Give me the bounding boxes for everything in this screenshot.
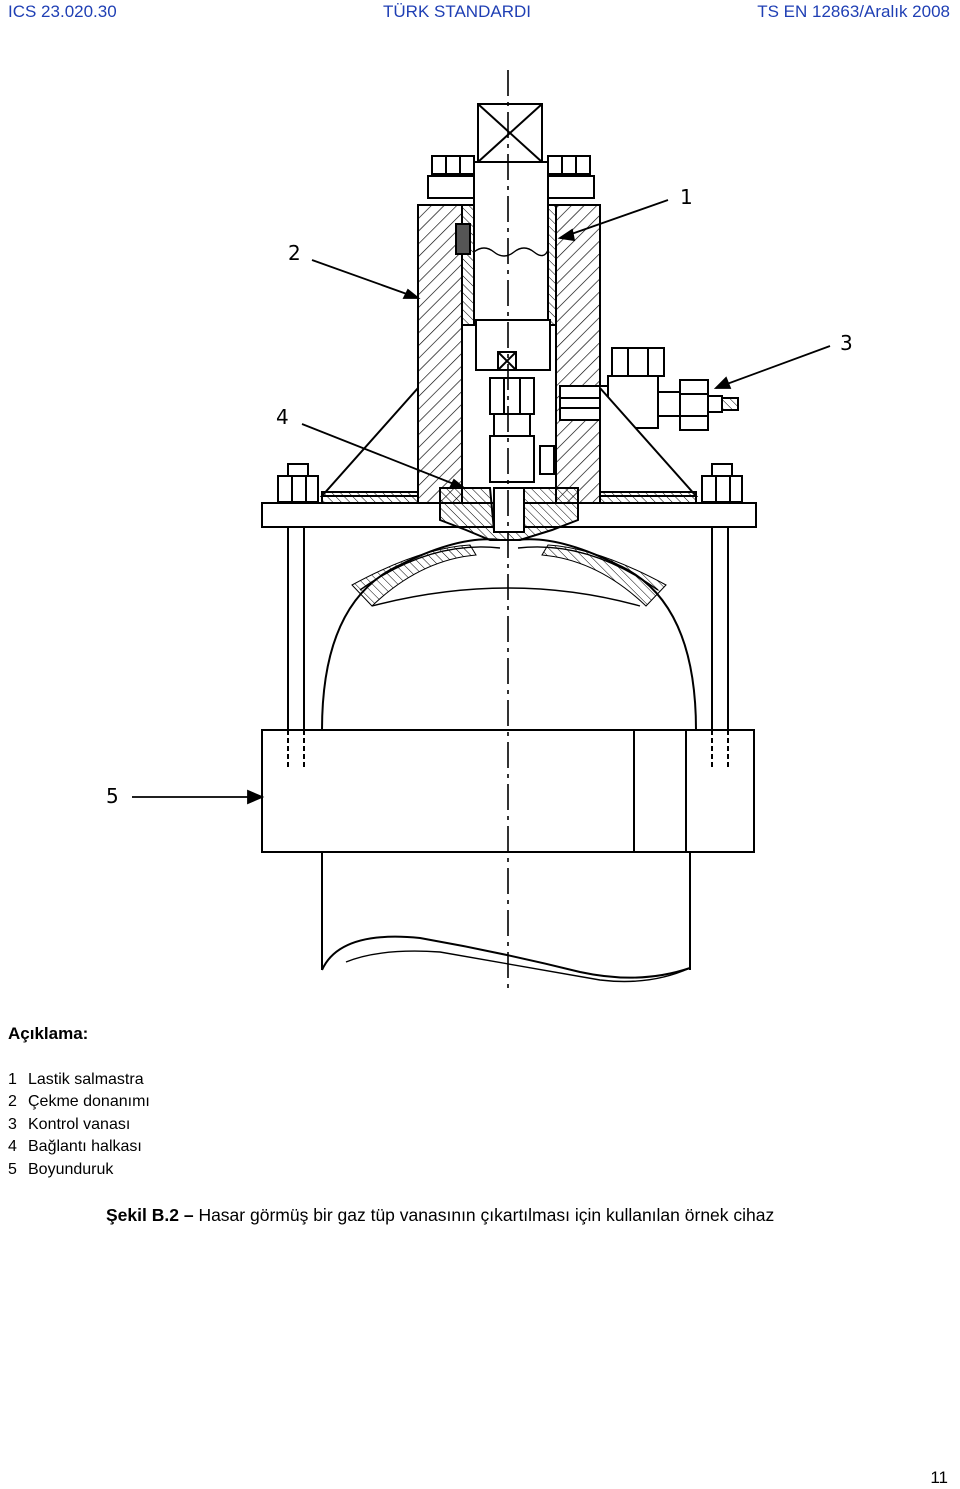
rubber-seal [455,223,471,255]
technical-drawing: 1 2 3 4 5 [106,70,853,990]
callout-1: 1 [680,185,693,209]
tie-rod-left [277,463,319,770]
callout-4: 4 [276,405,289,429]
header-document-id: TS EN 12863/Aralık 2008 [757,2,950,21]
header-standard-code: ICS 23.020.30 [8,2,117,21]
top-square-nut [477,103,543,163]
callout-5: 5 [106,784,119,808]
cylinder-dome [321,538,697,731]
figure-caption-label: Şekil B.2 – [106,1205,194,1225]
callout-3: 3 [840,331,853,355]
cylinder-body [321,852,691,983]
figure-caption: Şekil B.2 – Hasar görmüş bir gaz tüp van… [106,1205,774,1226]
callout-2: 2 [288,241,301,265]
control-valve-assembly [559,347,739,431]
legend-title: Açıklama: [8,1024,89,1043]
cap-bolt-left [427,155,479,199]
inner-nut [489,377,535,415]
leader-lines [132,199,831,805]
cap-bolt-right [543,155,595,199]
spindle [473,161,549,323]
figure-caption-text: Hasar görmüş bir gaz tüp vanasının çıkar… [198,1205,775,1225]
connection-ring [439,487,579,541]
puller-body [417,204,601,506]
page-number: 11 [930,1468,948,1487]
header-title: TÜRK STANDARDI [383,2,531,21]
